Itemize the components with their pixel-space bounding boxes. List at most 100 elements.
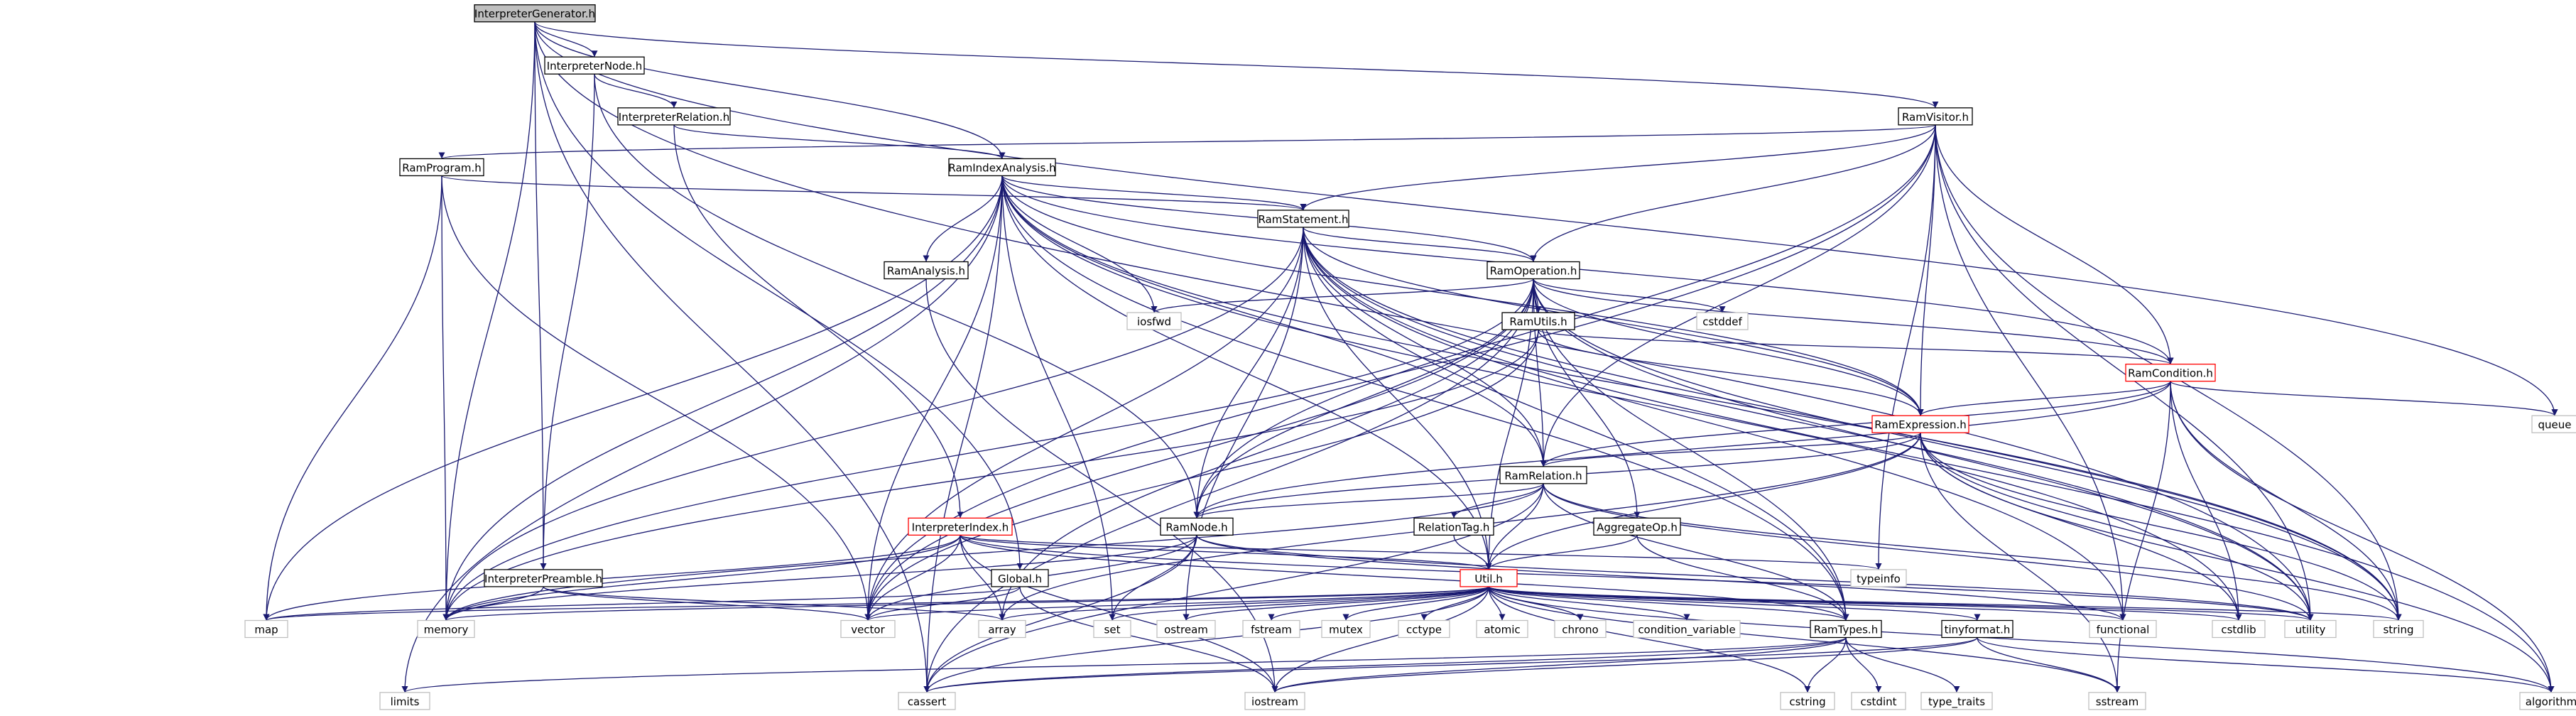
node-util-h[interactable]: Util.h bbox=[1460, 569, 1518, 587]
node-cassert: cassert bbox=[898, 692, 956, 710]
edge-aggregateop-h-to-util-h bbox=[1485, 535, 1638, 570]
edge-util-h-to-string bbox=[1488, 586, 2401, 622]
node-relationtag-h[interactable]: RelationTag.h bbox=[1413, 517, 1494, 536]
node-iosfwd: iosfwd bbox=[1126, 312, 1182, 330]
node-label-ramutils-h: RamUtils.h bbox=[1509, 315, 1567, 328]
node-interpreterpreamble-h[interactable]: InterpreterPreamble.h bbox=[484, 569, 603, 587]
edge-ramutils-h-to-vector bbox=[864, 330, 1539, 621]
edge-ramvisitor-h-to-typeinfo bbox=[1875, 124, 1936, 570]
node-cstdint: cstdint bbox=[1851, 692, 1906, 710]
node-box-ramprogram-h bbox=[399, 158, 484, 177]
node-box-cstddef bbox=[1696, 312, 1749, 330]
edge-ramvisitor-h-to-ramcondition-h bbox=[1935, 124, 2174, 364]
edge-ramvisitor-h-to-ramprogram-h bbox=[439, 124, 1936, 160]
node-box-sstream bbox=[2088, 692, 2146, 710]
node-label-array: array bbox=[988, 624, 1016, 636]
node-box-ostream bbox=[1156, 619, 1216, 639]
node-box-interpreternode-h bbox=[544, 56, 645, 75]
node-array: array bbox=[978, 619, 1026, 639]
edge-ramoperation-h-to-ramexpression-h bbox=[1533, 278, 1924, 416]
node-label-cstdint: cstdint bbox=[1860, 695, 1896, 708]
node-ramindexanalysis-h[interactable]: RamIndexAnalysis.h bbox=[948, 158, 1056, 177]
edge-ramoperation-h-to-string bbox=[1533, 278, 2402, 621]
node-label-ramcondition-h: RamCondition.h bbox=[2128, 367, 2213, 380]
node-ramstatement-h[interactable]: RamStatement.h bbox=[1257, 210, 1349, 228]
node-box-global-h bbox=[991, 569, 1049, 587]
edge-ramrelation-h-to-memory bbox=[442, 483, 1544, 621]
edge-ramvisitor-h-to-functional bbox=[1935, 124, 2126, 621]
node-label-aggregateop-h: AggregateOp.h bbox=[1597, 521, 1678, 533]
edge-util-h-to-iostream bbox=[1271, 586, 1489, 693]
node-functional: functional bbox=[2089, 619, 2157, 639]
node-ramanalysis-h[interactable]: RamAnalysis.h bbox=[884, 261, 969, 280]
node-box-iostream bbox=[1244, 692, 1305, 710]
node-box-ramanalysis-h bbox=[884, 261, 969, 280]
node-ramrelation-h[interactable]: RamRelation.h bbox=[1499, 466, 1587, 484]
node-ramexpression-h[interactable]: RamExpression.h bbox=[1871, 415, 1969, 433]
node-ramprogram-h[interactable]: RamProgram.h bbox=[399, 158, 484, 177]
edge-ramoperation-h-to-vector bbox=[864, 278, 1534, 621]
node-box-relationtag-h bbox=[1413, 517, 1494, 536]
edge-ramindexanalysis-h-to-ramexpression-h bbox=[1001, 175, 1924, 416]
edge-util-h-to-ramtypes-h bbox=[1488, 586, 1849, 622]
edge-layer bbox=[263, 21, 2558, 693]
edge-ramvisitor-h-to-ramstatement-h bbox=[1300, 124, 1936, 211]
edge-ramoperation-h-to-array bbox=[999, 278, 1534, 621]
edge-util-h-to-cassert bbox=[923, 586, 1489, 693]
node-ramnode-h[interactable]: RamNode.h bbox=[1160, 517, 1234, 536]
edge-util-h-to-memory bbox=[443, 586, 1489, 622]
edge-interpretergenerator-h-to-memory bbox=[442, 21, 536, 621]
node-global-h[interactable]: Global.h bbox=[991, 569, 1049, 587]
node-interpreterindex-h[interactable]: InterpreterIndex.h bbox=[908, 517, 1013, 536]
edge-ramindexanalysis-h-to-set bbox=[1001, 175, 1116, 621]
edge-ramtypes-h-to-limits bbox=[402, 636, 1847, 693]
edge-util-h-to-vector bbox=[864, 586, 1489, 622]
node-iostream: iostream bbox=[1244, 692, 1305, 710]
node-label-limits: limits bbox=[391, 695, 420, 708]
edge-ramrelation-h-to-ramtypes-h bbox=[1543, 483, 1849, 621]
node-aggregateop-h[interactable]: AggregateOp.h bbox=[1593, 517, 1681, 536]
node-box-string bbox=[2373, 619, 2424, 639]
edge-interpreterpreamble-h-to-array bbox=[543, 586, 1006, 622]
edge-interpreterindex-h-to-memory bbox=[442, 535, 961, 621]
node-label-ramrelation-h: RamRelation.h bbox=[1504, 470, 1582, 482]
node-ramoperation-h[interactable]: RamOperation.h bbox=[1487, 261, 1580, 280]
node-set: set bbox=[1093, 619, 1131, 639]
node-ramutils-h[interactable]: RamUtils.h bbox=[1501, 312, 1575, 330]
node-box-cctype bbox=[1398, 619, 1450, 639]
edge-ramvisitor-h-to-utility bbox=[1935, 124, 2314, 621]
edge-ramtypes-h-to-cassert bbox=[923, 636, 1847, 693]
edge-ramoperation-h-to-ramnode-h bbox=[1193, 278, 1534, 519]
edge-ramvisitor-h-to-ramoperation-h bbox=[1530, 124, 1936, 262]
edge-ramindexanalysis-h-to-cassert bbox=[923, 175, 1003, 693]
node-ramvisitor-h[interactable]: RamVisitor.h bbox=[1898, 107, 1973, 126]
node-box-interpretergenerator-h bbox=[474, 4, 596, 23]
edge-util-h-to-array bbox=[999, 586, 1489, 622]
edge-ramexpression-h-to-util-h bbox=[1485, 433, 1921, 570]
edge-ramvisitor-h-to-ramexpression-h bbox=[1917, 124, 1936, 416]
edge-ramoperation-h-to-cassert bbox=[923, 278, 1534, 693]
node-ramtypes-h[interactable]: RamTypes.h bbox=[1810, 619, 1882, 639]
edge-util-h-to-tinyformat-h bbox=[1488, 586, 1981, 622]
node-tinyformat-h[interactable]: tinyformat.h bbox=[1941, 619, 2013, 639]
edge-ramindexanalysis-h-to-ramstatement-h bbox=[1001, 175, 1307, 211]
node-interpreterrelation-h[interactable]: InterpreterRelation.h bbox=[617, 107, 731, 126]
node-box-condition-variable bbox=[1633, 619, 1741, 639]
node-label-iosfwd: iosfwd bbox=[1137, 315, 1171, 328]
node-map: map bbox=[244, 619, 288, 639]
edge-util-h-to-set bbox=[1109, 586, 1489, 622]
edge-ramstatement-h-to-ramexpression-h bbox=[1303, 227, 1924, 416]
edge-ramprogram-h-to-memory bbox=[441, 175, 450, 621]
edge-ramoperation-h-to-ramtypes-h bbox=[1533, 278, 1849, 621]
edge-ramindexanalysis-h-to-map bbox=[263, 175, 1003, 621]
node-box-mutex bbox=[1321, 619, 1371, 639]
node-label-algorithm: algorithm bbox=[2526, 695, 2576, 708]
edge-ramstatement-h-to-ramnode-h bbox=[1193, 227, 1304, 519]
node-box-ramvisitor-h bbox=[1898, 107, 1973, 126]
node-ramcondition-h[interactable]: RamCondition.h bbox=[2125, 364, 2216, 382]
node-box-limits bbox=[379, 692, 430, 710]
edge-ramcondition-h-to-algorithm bbox=[2170, 381, 2555, 693]
node-box-ramrelation-h bbox=[1499, 466, 1587, 484]
edge-ramstatement-h-to-ramtypes-h bbox=[1303, 227, 1849, 621]
node-interpreternode-h[interactable]: InterpreterNode.h bbox=[544, 56, 645, 75]
